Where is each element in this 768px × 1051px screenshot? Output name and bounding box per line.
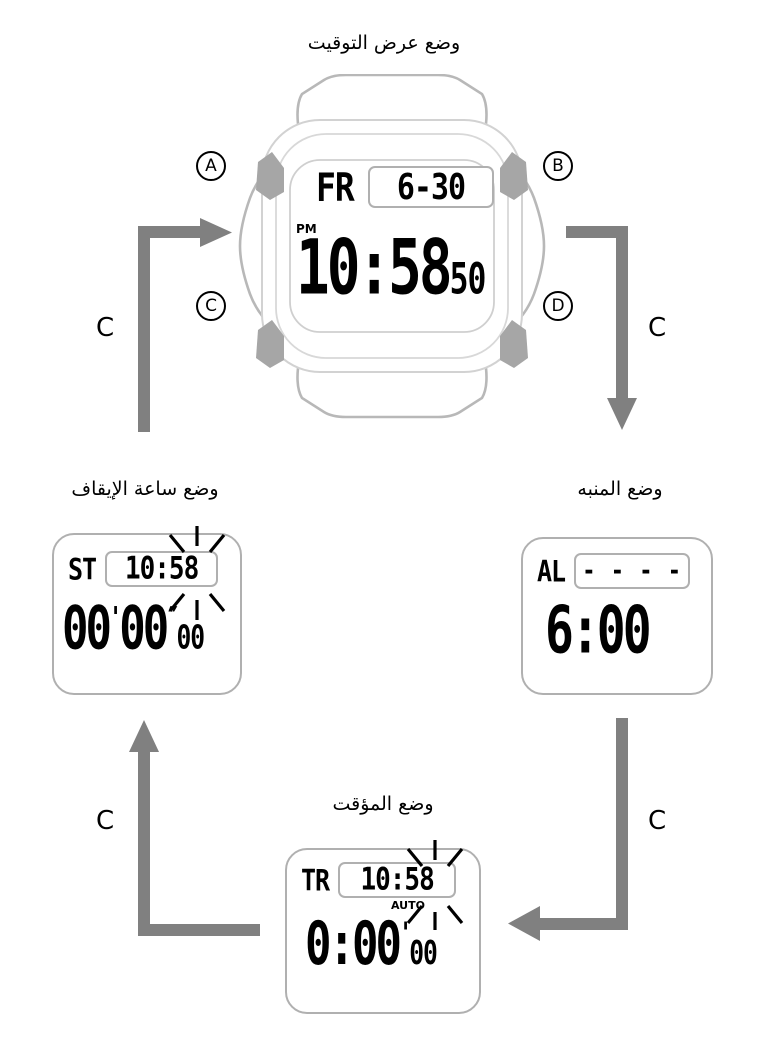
- timer-boxed-time-value: 10:58: [360, 862, 434, 898]
- watch-button-b-label[interactable]: B: [543, 151, 573, 181]
- stopwatch-boxed-time: 10:58: [105, 551, 219, 587]
- timekeeping-mode-caption: وضع عرض التوقيت: [307, 32, 461, 54]
- watch-seconds-digits: 50: [449, 255, 487, 305]
- stopwatch-seconds-mark: ″: [166, 601, 179, 636]
- timer-mode-caption: وضع المؤقت: [332, 793, 434, 815]
- stopwatch-mode-caption: وضع ساعة الإيقاف: [71, 478, 219, 500]
- timer-mode-module: TR 10:58 AUTO 0:00'00: [285, 848, 481, 1014]
- watch-button-d-label[interactable]: D: [543, 291, 573, 321]
- flow-label-right-bottom: C: [648, 806, 667, 836]
- timer-seconds-digits: 00: [409, 933, 438, 973]
- watch-time-value: 10:5850: [296, 224, 487, 313]
- watch-button-c-label[interactable]: C: [196, 291, 226, 321]
- watch-day-indicator: FR: [316, 164, 355, 211]
- flow-label-left-bottom: C: [96, 806, 115, 836]
- flow-label-left-top: C: [96, 313, 115, 343]
- watch-date-value: 6-30: [396, 166, 466, 208]
- flow-label-right-top: C: [648, 313, 667, 343]
- alarm-mode-module: AL - - - - 6:00: [521, 537, 713, 695]
- watch-date-box: 6-30: [368, 166, 494, 208]
- stopwatch-elapsed-value: 00'00″00: [54, 576, 240, 664]
- stopwatch-minutes-mark: ': [108, 601, 122, 636]
- alarm-mode-caption: وضع المنبه: [577, 478, 663, 500]
- alarm-boxed-dashes: - - - -: [582, 556, 682, 586]
- watch-meridiem-indicator: PM: [296, 222, 317, 236]
- timer-countdown-value: 0:00'00: [287, 902, 479, 979]
- watch-button-a-label[interactable]: A: [196, 151, 226, 181]
- stopwatch-seconds: 00: [119, 594, 169, 664]
- alarm-tag: AL: [537, 553, 566, 589]
- stopwatch-boxed-time-value: 10:58: [124, 551, 199, 587]
- stopwatch-hundredths: 00: [176, 617, 205, 657]
- alarm-boxed-value: - - - -: [574, 553, 691, 589]
- timer-main-digits: 0:00: [305, 910, 402, 979]
- stopwatch-tag: ST: [68, 551, 97, 587]
- alarm-time-value: 6:00: [545, 593, 652, 669]
- stopwatch-mode-module: ST 10:58 00'00″00: [52, 533, 242, 695]
- timer-boxed-time: 10:58: [338, 862, 457, 898]
- timer-minute-mark: ': [398, 917, 412, 952]
- stopwatch-minutes: 00: [62, 594, 112, 664]
- timer-tag: TR: [301, 862, 330, 898]
- watch-time-digits: 10:58: [296, 224, 453, 313]
